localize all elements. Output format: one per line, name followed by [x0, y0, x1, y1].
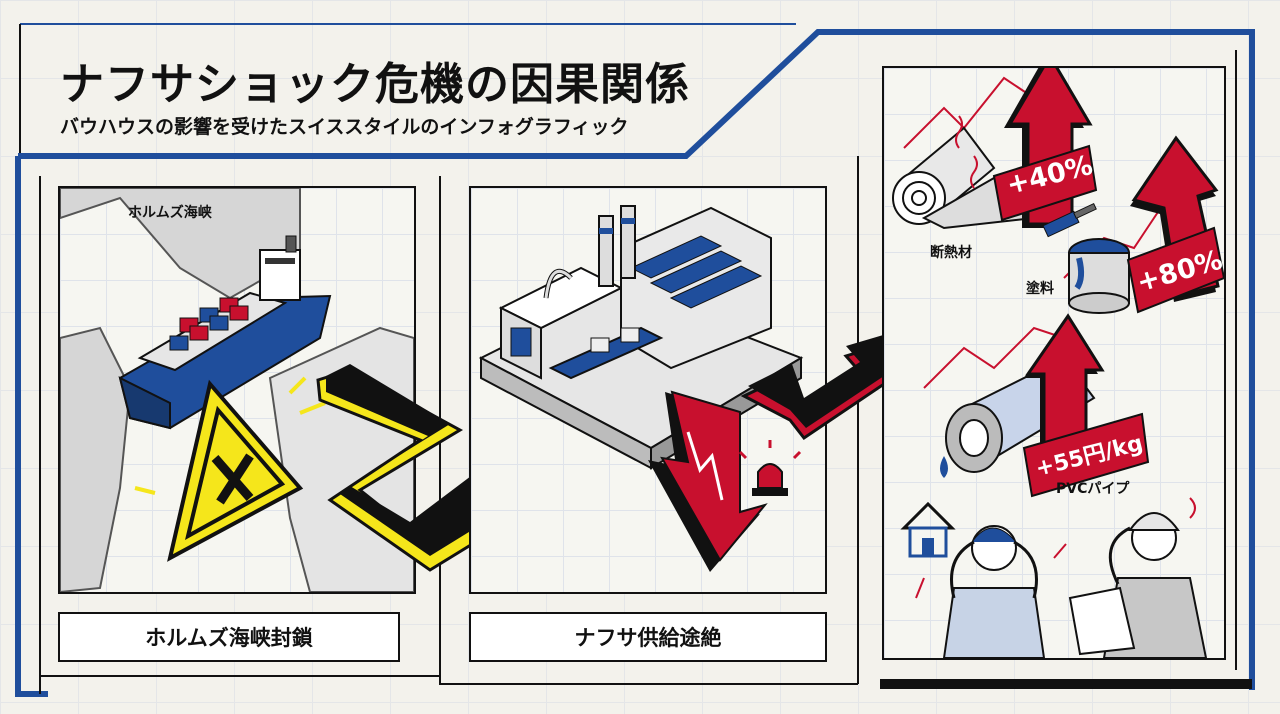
cargo-ship-icon [118, 235, 332, 430]
price-tag-1 [992, 144, 1098, 222]
house-icon [900, 501, 956, 558]
paint-bucket-icon [1042, 177, 1205, 314]
strait-label: ホルムズ海峡 [128, 205, 212, 221]
page-subtitle: バウハウスの影響を受けたスイススタイルのインフォグラフィック [60, 116, 629, 138]
page-title: ナフサショック危機の因果関係 [60, 59, 690, 110]
worker-helmet-icon [1068, 497, 1208, 658]
caption-strait-blockade: ホルムズ海峡封鎖 [58, 612, 400, 662]
warning-sign-icon [134, 376, 326, 562]
caption-naphtha-supply-cut: ナフサ供給途絶 [469, 612, 827, 662]
panel-price-impact: +40% 断熱材 +80% 塗料 +55円/kg PVCパイプ [882, 66, 1226, 660]
price-tag-3 [1022, 412, 1150, 498]
price-up-arrow-icon [1024, 313, 1105, 458]
item-label-pvc: PVCパイプ [1056, 481, 1130, 497]
item-label-insulation: 断熱材 [930, 245, 972, 261]
price-tag-2 [1126, 226, 1224, 314]
item-label-paint: 塗料 [1026, 281, 1054, 297]
worried-woman-icon [915, 525, 1067, 658]
